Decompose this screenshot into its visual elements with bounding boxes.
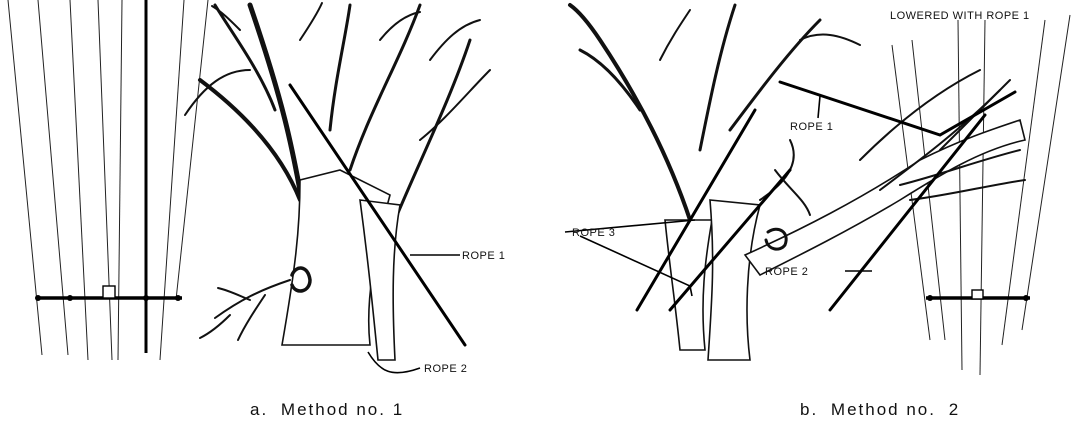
panel-b-caption: Method no. — [831, 400, 936, 419]
panel-b-caption-number: 2 — [949, 400, 960, 419]
panel-b-lowered-label: LOWERED WITH ROPE 1 — [890, 10, 1030, 22]
panel-b-rope-2-label: ROPE 2 — [765, 266, 808, 278]
panel-a-utility-pole — [8, 0, 208, 360]
panel-b-utility-pole — [892, 15, 1070, 375]
panel-a-rope-2-label: ROPE 2 — [424, 363, 467, 375]
panel-b-method-2: LOWERED WITH ROPE 1 ROPE 1 ROPE 2 ROPE 3… — [565, 5, 1070, 419]
panel-a-method-1: ROPE 1 ROPE 2 a. Method no. 1 — [8, 0, 505, 419]
panel-b-rope-1-label: ROPE 1 — [790, 121, 833, 133]
svg-text:b. Method no. 2: b. Method no. 2 — [800, 400, 960, 419]
panel-b-caption-letter: b. — [800, 400, 818, 419]
panel-a-tree — [185, 3, 490, 360]
panel-b-rope-3-label: ROPE 3 — [572, 227, 615, 239]
panel-a-caption: Method no. 1 — [281, 400, 404, 419]
panel-a-rope-1-label: ROPE 1 — [462, 250, 505, 262]
svg-text:a. Method no. 1: a. Method no. 1 — [250, 400, 404, 419]
panel-a-caption-letter: a. — [250, 400, 268, 419]
